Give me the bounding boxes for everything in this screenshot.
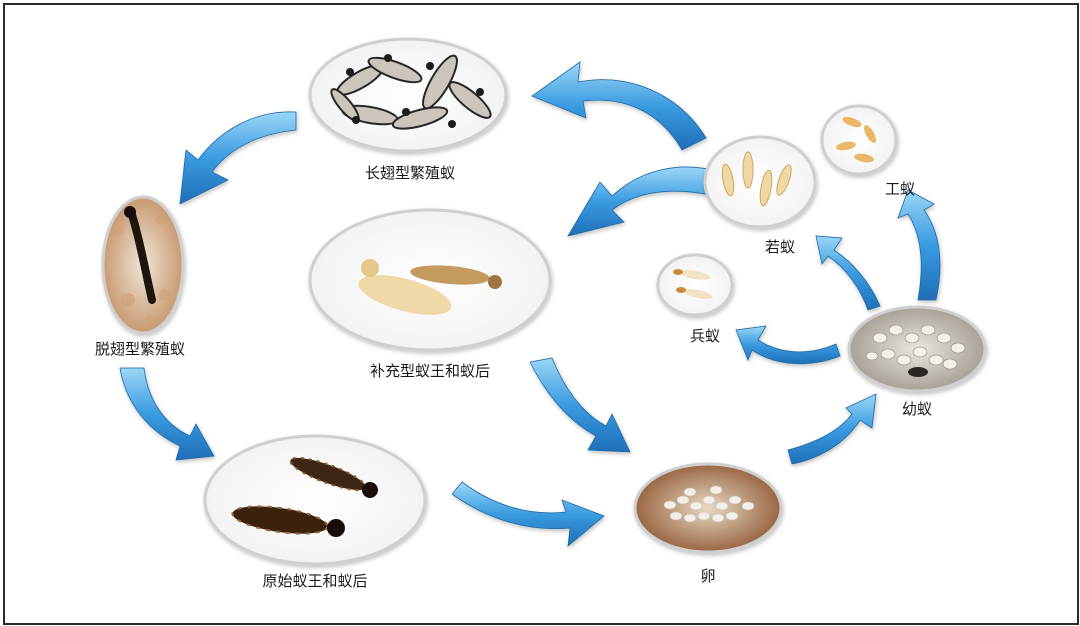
curved-arrow-icon — [451, 481, 605, 547]
worker-termites-photo — [820, 104, 898, 176]
curved-arrow-icon — [119, 367, 215, 461]
label-alate: 长翅型繁殖蚁 — [364, 164, 456, 182]
curved-arrow-icon — [567, 166, 721, 237]
label-larva: 幼蚁 — [901, 400, 933, 418]
curved-arrow-icon — [787, 393, 877, 465]
curved-arrow-icon — [815, 235, 881, 311]
label-supplementary-royals: 补充型蚁王和蚁后 — [369, 362, 491, 380]
label-nymph: 若蚁 — [764, 238, 796, 256]
supplementary-king-queen-photo — [308, 208, 552, 352]
egg-cluster-photo — [633, 462, 783, 554]
label-primary-royals: 原始蚁王和蚁后 — [262, 572, 368, 590]
primary-king-queen-photo — [203, 434, 427, 566]
label-soldier: 兵蚁 — [689, 327, 721, 345]
larvae-cluster-photo — [847, 305, 987, 393]
dealate-termite-photo — [101, 195, 185, 335]
curved-arrow-icon — [179, 111, 297, 205]
nymph-termites-photo — [703, 135, 817, 229]
soldier-termites-photo — [656, 253, 734, 317]
winged-termites-photo — [308, 37, 508, 153]
curved-arrow-icon — [897, 189, 941, 301]
curved-arrow-icon — [531, 61, 707, 151]
label-egg: 卵 — [700, 567, 716, 585]
curved-arrow-icon — [529, 357, 631, 453]
label-worker: 工蚁 — [884, 180, 916, 198]
curved-arrow-icon — [735, 325, 841, 365]
label-dealate: 脱翅型繁殖蚁 — [94, 340, 186, 358]
arrows — [119, 61, 941, 547]
